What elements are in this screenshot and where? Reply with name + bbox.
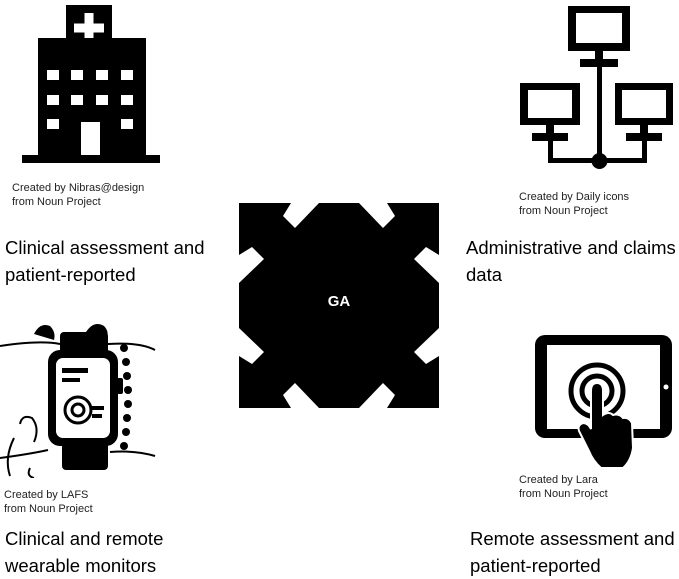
computer-network-icon: [518, 3, 673, 188]
credit-line-2: from Noun Project: [519, 488, 608, 500]
credit-line-2: from Noun Project: [12, 196, 101, 208]
caption-line-2: wearable monitors: [5, 555, 157, 576]
caption-line-2: patient-reported: [5, 264, 136, 285]
credit-tablet: Created by Lara from Noun Project: [519, 473, 608, 501]
caption-wearable: Clinical and remote wearable monitors: [5, 525, 163, 579]
tablet-touch-icon: [533, 333, 675, 473]
credit-line-2: from Noun Project: [4, 503, 93, 515]
credit-line-2: from Noun Project: [519, 205, 608, 217]
credit-line-1: Created by Nibras@design: [12, 182, 145, 194]
caption-line-2: patient-reported: [470, 555, 601, 576]
caption-clinical-assessment: Clinical assessment and patient-reported: [5, 234, 204, 288]
credit-smartwatch: Created by LAFS from Noun Project: [4, 488, 93, 516]
caption-line-1: Clinical and remote: [5, 528, 164, 549]
caption-line-1: Administrative and claims: [466, 237, 676, 258]
caption-line-1: Clinical assessment and: [5, 237, 205, 258]
ga-center-graphic: [239, 203, 439, 408]
caption-line-1: Remote assessment and: [470, 528, 675, 549]
credit-line-1: Created by LAFS: [4, 489, 89, 501]
caption-line-2: data: [466, 264, 503, 285]
hospital-icon: [20, 5, 162, 165]
caption-administrative: Administrative and claims data: [466, 234, 676, 288]
ga-label: GA: [327, 293, 351, 310]
caption-remote-assessment: Remote assessment and patient-reported: [470, 525, 675, 579]
smartwatch-icon: [0, 318, 160, 478]
credit-network: Created by Daily icons from Noun Project: [519, 190, 629, 218]
credit-line-1: Created by Daily icons: [519, 191, 630, 203]
credit-line-1: Created by Lara: [519, 474, 598, 486]
credit-hospital: Created by Nibras@design from Noun Proje…: [12, 181, 144, 209]
